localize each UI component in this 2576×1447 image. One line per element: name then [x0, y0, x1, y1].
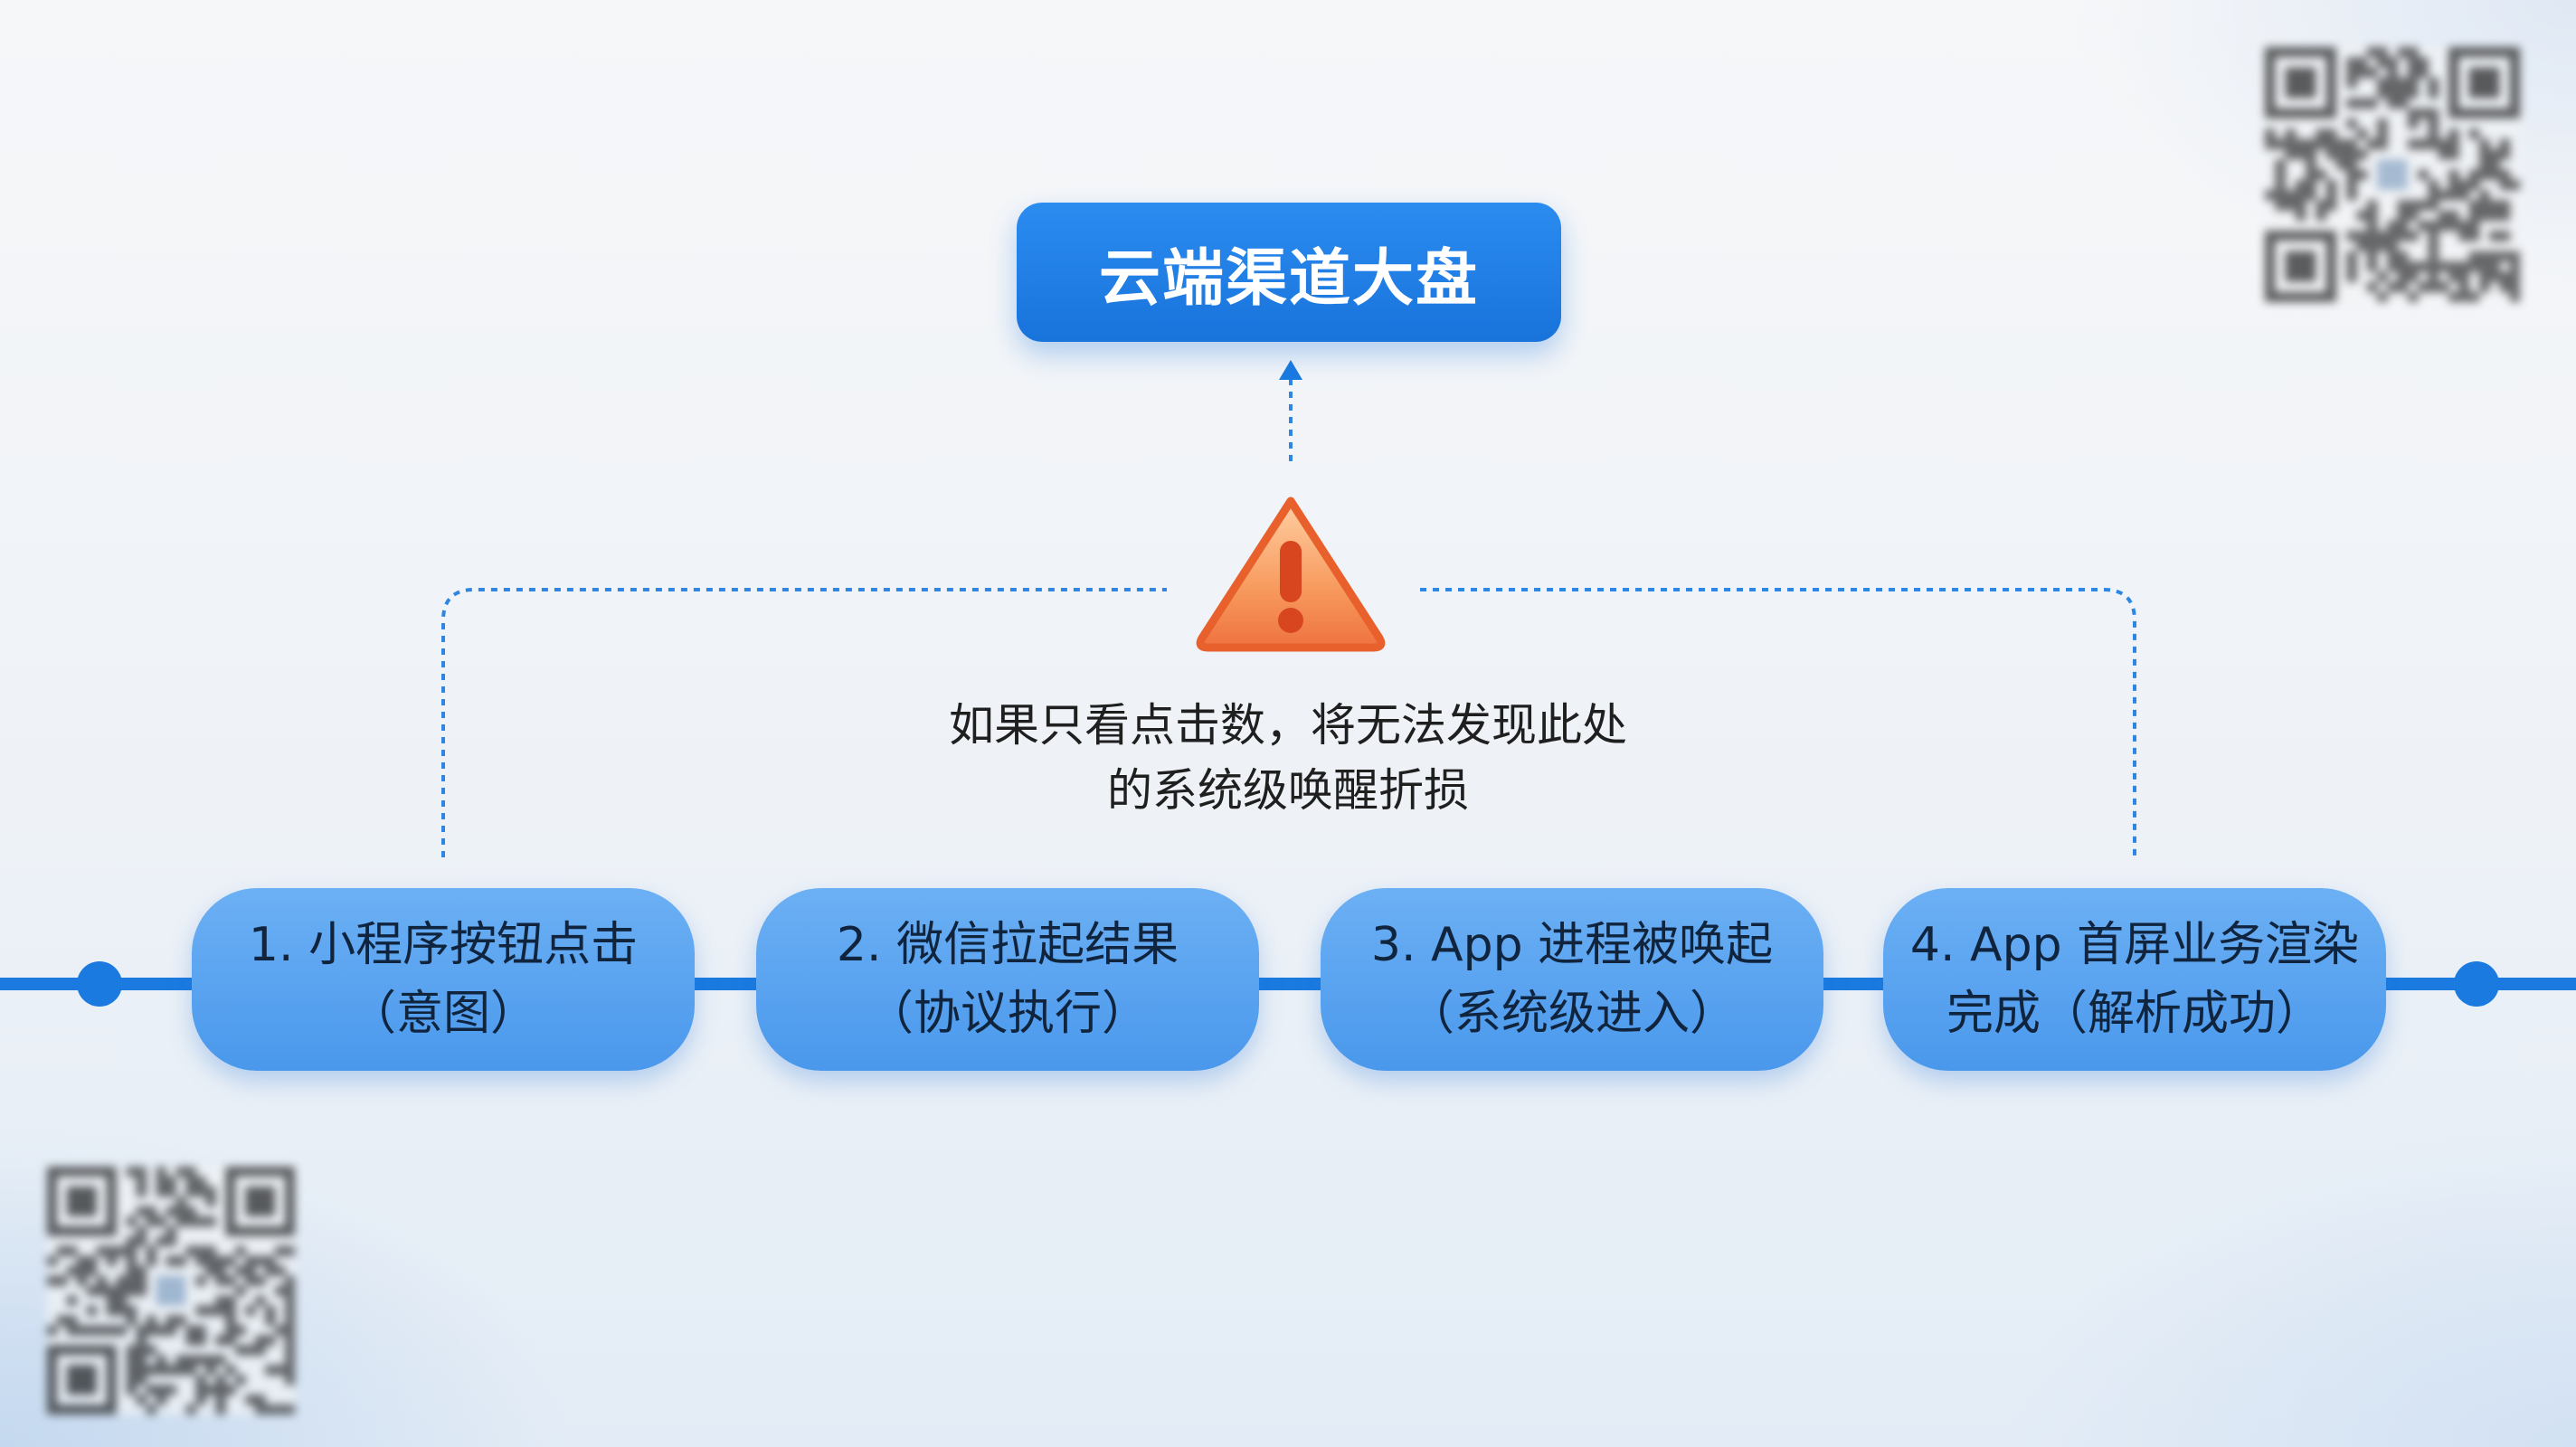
qr-code-icon	[2265, 47, 2520, 302]
step-4-box: 4. App 首屏业务渲染 完成（解析成功）	[1883, 888, 2386, 1071]
warning-triangle-icon	[1196, 497, 1386, 652]
warning-line-1: 如果只看点击数，将无法发现此处	[949, 699, 1627, 752]
step-2-subtitle: （协议执行）	[866, 987, 1149, 1041]
step-1-box: 1. 小程序按钮点击 （意图）	[192, 888, 695, 1071]
dashboard-title: 云端渠道大盘	[1098, 242, 1479, 315]
qr-code-icon	[47, 1167, 295, 1414]
step-4-title: 4. App 首屏业务渲染	[1909, 918, 2360, 972]
step-4-subtitle: 完成（解析成功）	[1946, 987, 2323, 1041]
cloud-channel-dashboard-box: 云端渠道大盘	[1017, 203, 1561, 342]
dashed-connector-right	[1420, 588, 2136, 857]
timeline-end-dot	[2454, 961, 2499, 1007]
warning-line-2: 的系统级唤醒折损	[1107, 764, 1469, 817]
timeline-start-dot	[77, 961, 122, 1007]
step-1-subtitle: （意图）	[348, 987, 537, 1041]
step-1-title: 1. 小程序按钮点击	[248, 918, 639, 972]
step-2-title: 2. 微信拉起结果	[836, 918, 1179, 972]
arrow-up-icon	[1279, 360, 1302, 380]
step-2-box: 2. 微信拉起结果 （协议执行）	[756, 888, 1259, 1071]
warning-message: 如果只看点击数，将无法发现此处 的系统级唤醒折损	[836, 693, 1740, 823]
step-3-subtitle: （系统级进入）	[1406, 987, 1737, 1041]
step-3-box: 3. App 进程被唤起 （系统级进入）	[1321, 888, 1823, 1071]
step-3-title: 3. App 进程被唤起	[1370, 918, 1774, 972]
